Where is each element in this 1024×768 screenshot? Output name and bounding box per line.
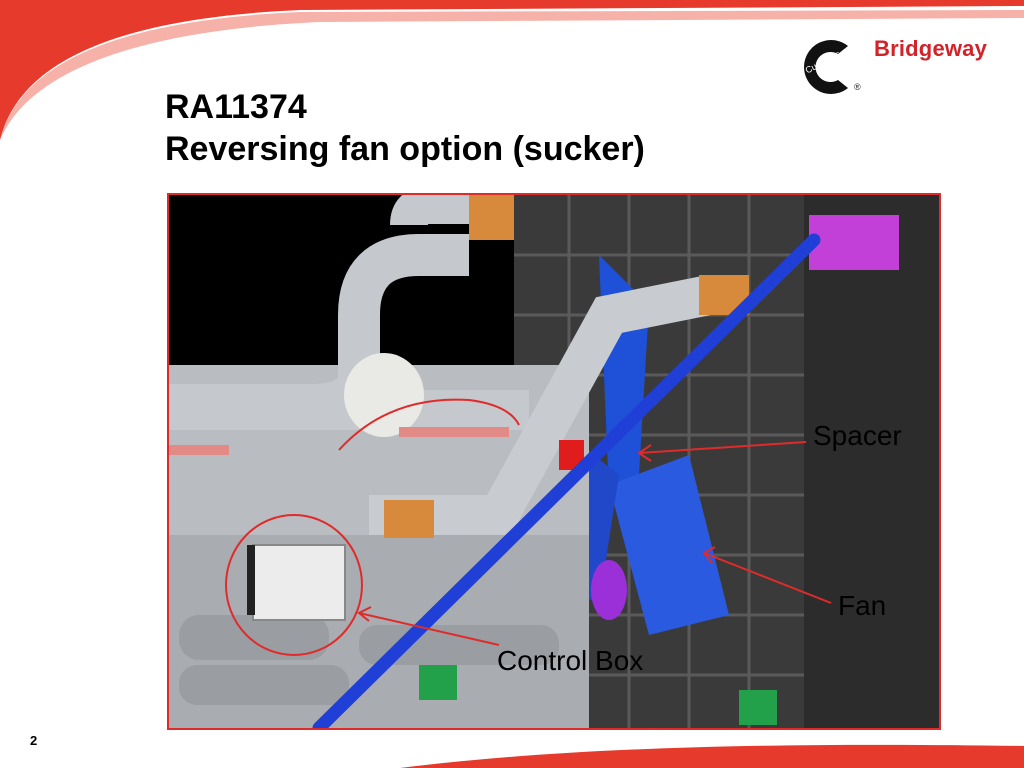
registered-mark: ® [854,82,861,92]
page-number: 2 [30,733,38,748]
radiator-panel [789,195,939,728]
slide-title: RA11374 Reversing fan option (sucker) [165,86,645,170]
control-box-highlight-circle [225,514,363,656]
control-box-part [252,544,346,621]
callout-arrows [357,441,832,646]
brand-logo: Cummins ® Bridgeway [796,36,1006,100]
title-line-code: RA11374 [165,88,307,126]
fan-blade [609,455,729,635]
callout-fan: Fan [838,590,887,621]
callout-spacer: Spacer [813,420,902,451]
callout-control-box: Control Box [497,645,644,676]
turbocharger [344,353,424,437]
title-line-description: Reversing fan option (sucker) [165,130,645,168]
top-swoosh [0,0,1024,140]
cummins-c-icon: Cummins [804,40,848,94]
engine-illustration [169,195,939,728]
company-name: Bridgeway [874,36,988,61]
bottom-swoosh [400,744,1024,768]
engine-render-image [167,193,941,730]
mount-bracket [809,215,899,270]
support-rod [312,233,821,728]
